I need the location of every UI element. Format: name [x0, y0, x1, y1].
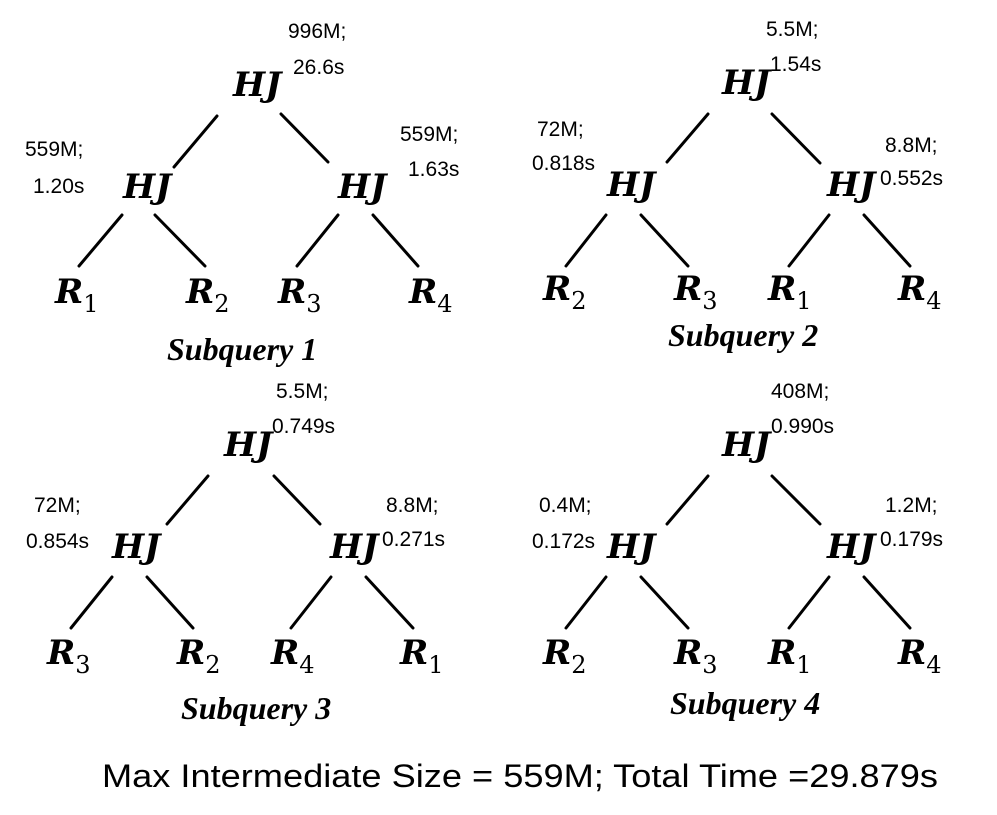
- root-join-node: HJ: [721, 425, 772, 465]
- left-join-size-label: 559M;: [25, 138, 83, 161]
- root-size-label: 408M;: [771, 380, 829, 403]
- edge-left-leaf2: [639, 575, 690, 630]
- edge-right-leaf3: [289, 575, 333, 630]
- right-join-node: HJ: [329, 527, 380, 567]
- leaf-relation-1: R3: [46, 633, 91, 679]
- right-join-size-label: 1.2M;: [885, 494, 938, 517]
- leaf-relation-2: R2: [176, 633, 221, 679]
- leaf-relation-4: R1: [399, 633, 444, 679]
- left-join-node: HJ: [111, 527, 162, 567]
- leaf-relation-3: R1: [767, 269, 812, 315]
- root-time-label: 0.990s: [771, 415, 834, 438]
- right-join-time-label: 0.271s: [382, 528, 445, 551]
- leaf-relation-4: R4: [897, 633, 942, 679]
- edge-right-leaf4: [862, 575, 912, 630]
- edge-left-leaf1: [564, 575, 608, 630]
- root-join-node: HJ: [232, 65, 283, 105]
- right-join-size-label: 559M;: [400, 123, 458, 146]
- left-join-node: HJ: [606, 165, 657, 205]
- subquery-3-tree: 5.5M; 0.749s HJ 72M; 0.854s HJ 8.8M; 0.2…: [26, 380, 445, 726]
- edge-root-right: [272, 474, 322, 526]
- edge-root-left: [172, 114, 219, 169]
- leaf-relation-2: R3: [673, 633, 718, 679]
- edge-right-leaf3: [787, 213, 831, 268]
- edge-root-right: [279, 112, 330, 164]
- right-join-node: HJ: [337, 167, 388, 207]
- edge-right-leaf4: [862, 213, 912, 268]
- right-join-time-label: 0.179s: [880, 528, 943, 551]
- edge-left-leaf2: [153, 213, 207, 268]
- right-join-node: HJ: [826, 165, 877, 205]
- right-join-size-label: 8.8M;: [386, 494, 439, 517]
- root-time-label: 0.749s: [272, 415, 335, 438]
- edge-left-leaf1: [69, 575, 114, 630]
- edge-right-leaf4: [364, 575, 415, 630]
- root-size-label: 5.5M;: [276, 380, 329, 403]
- subquery-2-tree: 5.5M; 1.54s HJ 72M; 0.818s HJ 8.8M; 0.55…: [532, 18, 943, 353]
- root-time-label: 26.6s: [293, 56, 344, 79]
- subquery-title: Subquery 4: [670, 685, 820, 721]
- left-join-size-label: 72M;: [34, 494, 81, 517]
- root-time-label: 1.54s: [770, 53, 821, 76]
- subquery-title: Subquery 1: [167, 331, 317, 367]
- leaf-relation-1: R1: [54, 272, 99, 318]
- edge-right-leaf3: [295, 213, 340, 268]
- subquery-title: Subquery 2: [668, 317, 818, 353]
- edge-left-leaf2: [145, 575, 195, 630]
- edge-right-leaf4: [371, 213, 420, 268]
- root-size-label: 996M;: [288, 20, 346, 43]
- leaf-relation-3: R4: [270, 633, 315, 679]
- leaf-relation-2: R2: [185, 272, 230, 318]
- edge-root-right: [770, 112, 822, 165]
- edge-left-leaf1: [77, 213, 124, 268]
- leaf-relation-4: R4: [897, 269, 942, 315]
- right-join-size-label: 8.8M;: [885, 134, 938, 157]
- leaf-relation-4: R4: [408, 272, 453, 318]
- subquery-4-tree: 408M; 0.990s HJ 0.4M; 0.172s HJ 1.2M; 0.…: [532, 380, 943, 721]
- right-join-time-label: 1.63s: [408, 158, 459, 181]
- edge-left-leaf1: [564, 213, 608, 268]
- left-join-time-label: 0.818s: [532, 152, 595, 175]
- leaf-relation-2: R3: [673, 269, 718, 315]
- summary-footer: Max Intermediate Size = 559M; Total Time…: [102, 758, 938, 794]
- edge-root-left: [165, 474, 210, 526]
- left-join-time-label: 0.854s: [26, 530, 89, 553]
- edge-root-left: [665, 112, 710, 164]
- edge-right-leaf3: [787, 575, 831, 630]
- edge-root-right: [770, 474, 822, 526]
- right-join-time-label: 0.552s: [880, 167, 943, 190]
- left-join-node: HJ: [122, 167, 173, 207]
- leaf-relation-1: R2: [542, 633, 587, 679]
- root-size-label: 5.5M;: [766, 18, 819, 41]
- leaf-relation-3: R3: [277, 272, 322, 318]
- left-join-node: HJ: [606, 527, 657, 567]
- subquery-title: Subquery 3: [181, 690, 331, 726]
- subquery-1-tree: 996M; 26.6s HJ 559M; 1.20s HJ 559M; 1.63…: [25, 20, 459, 367]
- edge-left-leaf2: [639, 213, 690, 268]
- root-join-node: HJ: [721, 63, 772, 103]
- left-join-size-label: 0.4M;: [539, 494, 592, 517]
- right-join-node: HJ: [826, 527, 877, 567]
- edge-root-left: [665, 474, 710, 526]
- root-join-node: HJ: [223, 425, 274, 465]
- left-join-time-label: 1.20s: [33, 175, 84, 198]
- left-join-time-label: 0.172s: [532, 530, 595, 553]
- leaf-relation-3: R1: [767, 633, 812, 679]
- leaf-relation-1: R2: [542, 269, 587, 315]
- left-join-size-label: 72M;: [537, 118, 584, 141]
